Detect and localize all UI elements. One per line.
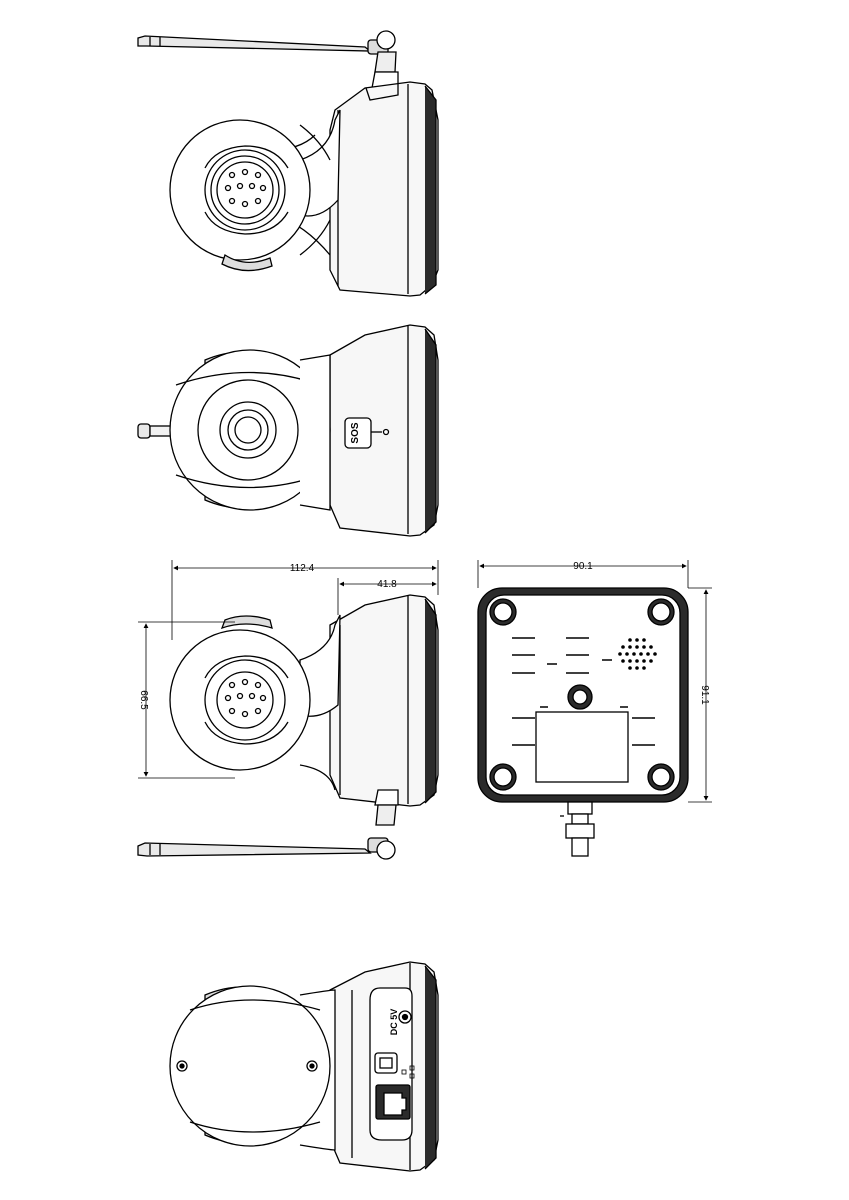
front-view: SOS [137,324,439,537]
camera-head [169,615,311,771]
base-housing [329,594,439,807]
dimension-overall-depth [171,560,439,640]
antenna-stub [137,423,173,439]
dim-label-head-height: 66.5 [138,690,149,710]
base-housing [329,81,439,297]
speaker-grille [618,638,657,670]
label-plate [535,711,629,783]
rear-view: DC 5V 📶 [169,961,439,1172]
camera-head [169,119,331,272]
tripod-mount [567,684,593,710]
camera-head [169,349,331,511]
side-view-antenna-down: 112.4 41.8 66.5 [137,560,439,860]
speaker-holes [224,168,267,208]
antenna [137,789,399,860]
dimension-base-height [688,587,712,803]
dimension-head-height [138,621,235,779]
bottom-view: 90.1 91.1 [477,560,712,857]
dimension-base-width [477,560,689,588]
dim-label-base-height: 91.1 [699,685,710,705]
sos-button[interactable]: SOS [344,417,372,449]
dim-label-overall-depth: 112.4 [290,563,315,574]
indicator-led [382,428,390,436]
antenna-connector [560,801,595,857]
svg-text:SOS: SOS [350,422,361,443]
dc-5v-label: DC 5V [389,1009,399,1036]
dim-label-base-width: 90.1 [573,561,593,572]
antenna [137,30,399,89]
dim-label-base-depth: 41.8 [377,579,397,590]
vent-slots [512,637,655,746]
connector-panel: DC 5V 📶 [369,987,415,1141]
network-icon [401,1065,415,1079]
speaker-holes [224,678,267,718]
dimension-base-depth [337,578,437,615]
side-view-antenna-up [137,30,439,297]
camera-head [169,985,331,1147]
